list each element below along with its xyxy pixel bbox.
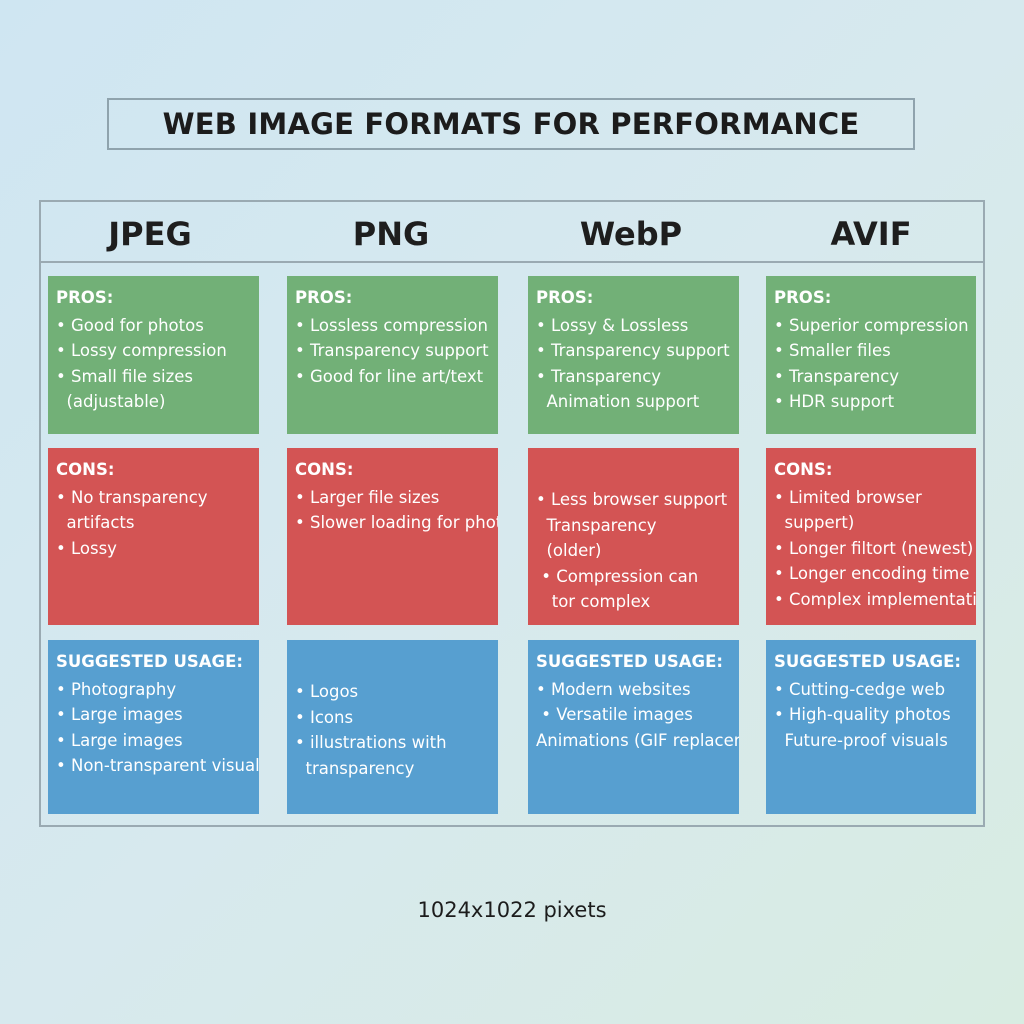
list-item: • Large images bbox=[56, 705, 183, 724]
list-item: • Lossy & Lossless bbox=[536, 315, 689, 335]
cons-list: • Less browser support Transparency (old… bbox=[536, 487, 731, 615]
list-item: • Slower loading for photos bbox=[295, 513, 498, 532]
title-box: WEB IMAGE FORMATS FOR PERFORMANCE bbox=[107, 98, 915, 150]
list-item: • Good for line art/text bbox=[295, 366, 484, 386]
cons-cell-1: CONS: • Larger file sizes • Slower loading… bbox=[287, 448, 498, 625]
usage-cell-2: SUGGESTED USAGE: • Modern websites • Vers… bbox=[528, 640, 739, 814]
list-item: • Transparency bbox=[774, 366, 900, 386]
column-header-0: JPEG bbox=[108, 215, 192, 253]
cons-list: • Larger file sizes • Slower loading for … bbox=[295, 485, 498, 536]
list-item: • Larger file sizes bbox=[295, 487, 440, 507]
list-item: • Smaller files bbox=[774, 341, 891, 360]
usage-label: SUGGESTED USAGE: bbox=[774, 652, 961, 671]
page-title: WEB IMAGE FORMATS FOR PERFORMANCE bbox=[162, 107, 860, 141]
list-item: • Lossy bbox=[56, 538, 117, 558]
list-item: • Longer encoding time bbox=[774, 564, 970, 583]
list-item: • Versatile images bbox=[536, 705, 693, 724]
cons-list: • Limited browser suppert) • Longer filto… bbox=[774, 485, 976, 613]
usage-list: • Logos • Icons • illustrations with trans… bbox=[295, 679, 490, 781]
list-item: (older) bbox=[536, 541, 602, 560]
column-header-2: WebP bbox=[579, 215, 683, 253]
list-item: • High-quality photos bbox=[774, 705, 951, 724]
pros-list: • Lossy & Lossless • Transparency support… bbox=[536, 313, 731, 415]
list-item: tor complex bbox=[536, 592, 651, 611]
pros-cell-1: PROS: • Lossless compression • Transparenc… bbox=[287, 276, 498, 434]
pros-label: PROS: bbox=[295, 288, 353, 307]
usage-list: • Photography • Large images • Large image… bbox=[56, 677, 259, 779]
list-item: Animation support bbox=[536, 392, 700, 411]
list-item: • Cutting-cedge web bbox=[774, 679, 946, 699]
list-item: • Lossy compression bbox=[56, 341, 227, 360]
list-item: suppert) bbox=[774, 513, 855, 532]
list-item: • Longer filtort (newest) bbox=[774, 538, 974, 558]
footer-caption: 1024x1022 pixets bbox=[417, 898, 607, 922]
list-item: • Icons bbox=[295, 707, 354, 727]
list-item: • No transparency bbox=[56, 487, 208, 507]
cons-cell-2: • Less browser support Transparency (old… bbox=[528, 448, 739, 625]
list-item: • Transparency bbox=[536, 366, 662, 386]
list-item: • Transparency support bbox=[536, 341, 730, 360]
cons-cell-3: CONS: • Limited browser suppert) • Longer … bbox=[766, 448, 976, 625]
list-item: Future-proof visuals bbox=[774, 730, 948, 750]
list-item: • Photography bbox=[56, 679, 177, 699]
usage-label: SUGGESTED USAGE: bbox=[536, 652, 723, 671]
column-header-3: AVIF bbox=[830, 215, 912, 253]
pros-label: PROS: bbox=[536, 288, 594, 307]
cons-label: CONS: bbox=[295, 460, 354, 479]
list-item: • Small file sizes bbox=[56, 366, 194, 386]
usage-cell-3: SUGGESTED USAGE: • Cutting-cedge web • Hig… bbox=[766, 640, 976, 814]
list-item: artifacts bbox=[56, 513, 135, 532]
pros-label: PROS: bbox=[56, 288, 114, 307]
usage-cell-0: SUGGESTED USAGE: • Photography • Large ima… bbox=[48, 640, 259, 814]
pros-list: • Superior compression • Smaller files • T… bbox=[774, 313, 969, 415]
list-item: • Lossless compression bbox=[295, 315, 488, 335]
list-item: transparency bbox=[295, 758, 415, 778]
list-item: • Logos bbox=[295, 682, 359, 701]
list-item: • Non-transparent visuals bbox=[56, 756, 259, 775]
pros-list: • Lossless compression • Transparency sup… bbox=[295, 313, 490, 390]
list-item: Animations (GIF replacemen) bbox=[536, 730, 739, 750]
list-item: • Large images bbox=[56, 730, 183, 750]
list-item: • Limited browser bbox=[774, 487, 922, 507]
list-item: • Transparency support bbox=[295, 341, 489, 360]
cons-label: CONS: bbox=[56, 460, 115, 479]
pros-list: • Good for photos • Lossy compression • Sm… bbox=[56, 313, 251, 415]
cons-label: CONS: bbox=[774, 460, 833, 479]
usage-label: SUGGESTED USAGE: bbox=[56, 652, 243, 671]
column-header-1: PNG bbox=[352, 215, 430, 253]
list-item: • Compression can bbox=[536, 566, 699, 586]
pros-cell-2: PROS: • Lossy & Lossless • Transparency su… bbox=[528, 276, 739, 434]
header-divider bbox=[39, 261, 985, 263]
pros-label: PROS: bbox=[774, 288, 832, 307]
comparison-table bbox=[39, 200, 985, 827]
cons-list: • No transparency artifacts • Lossy bbox=[56, 485, 251, 562]
usage-list: • Cutting-cedge web • High-quality photos… bbox=[774, 677, 968, 754]
list-item: • Superior compression bbox=[774, 315, 969, 335]
list-item: (adjustable) bbox=[56, 392, 166, 411]
cons-cell-0: CONS: • No transparency artifacts • Lossy bbox=[48, 448, 259, 625]
list-item: • Good for photos bbox=[56, 315, 204, 335]
list-item: • Less browser support bbox=[536, 490, 728, 509]
list-item: • HDR support bbox=[774, 392, 895, 411]
list-item: • Modern websites bbox=[536, 679, 691, 699]
pros-cell-3: PROS: • Superior compression • Smaller fil… bbox=[766, 276, 976, 434]
usage-cell-1: • Logos • Icons • illustrations with trans… bbox=[287, 640, 498, 814]
pros-cell-0: PROS: • Good for photos • Lossy compressio… bbox=[48, 276, 259, 434]
list-item: Transparency bbox=[536, 515, 657, 535]
list-item: • illustrations with bbox=[295, 733, 447, 752]
list-item: • Complex implementation bbox=[774, 589, 976, 609]
